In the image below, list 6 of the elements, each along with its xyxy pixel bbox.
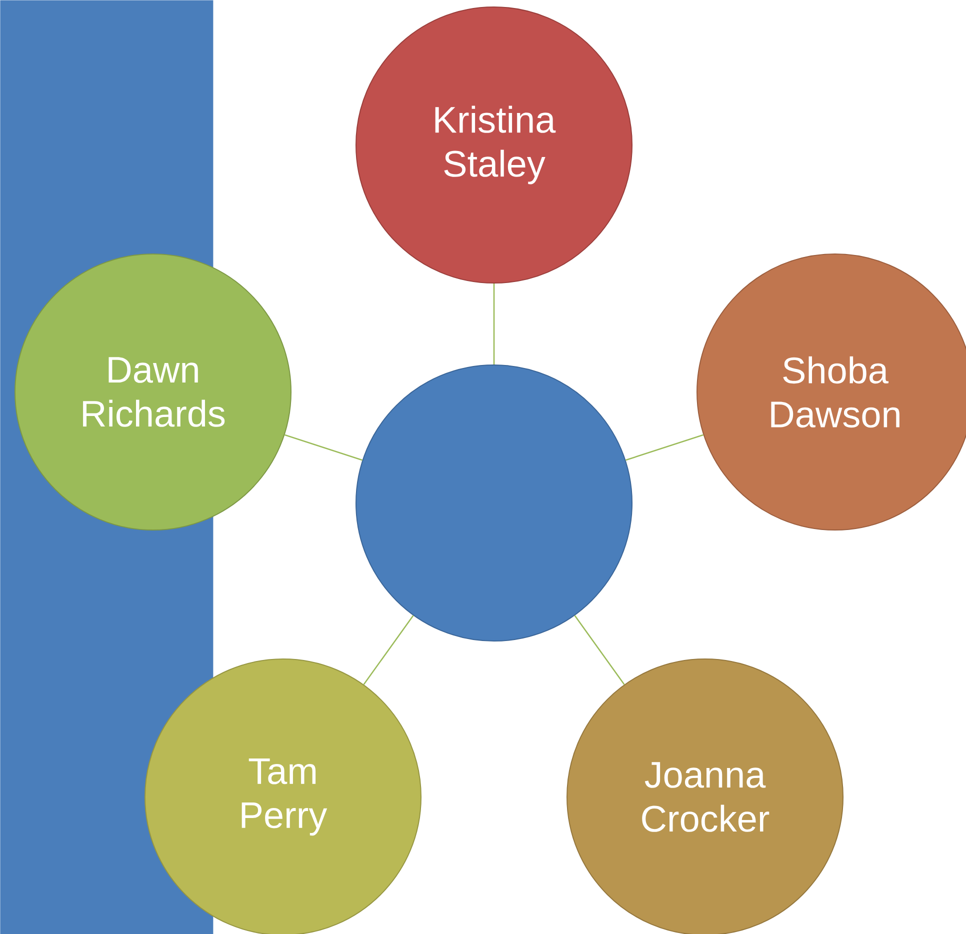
connector-line: [626, 434, 704, 461]
center-circle: [356, 364, 632, 642]
connector-line: [284, 434, 362, 461]
connector-line: [574, 615, 625, 685]
connector-line: [363, 615, 414, 685]
connector-line: [493, 284, 495, 364]
